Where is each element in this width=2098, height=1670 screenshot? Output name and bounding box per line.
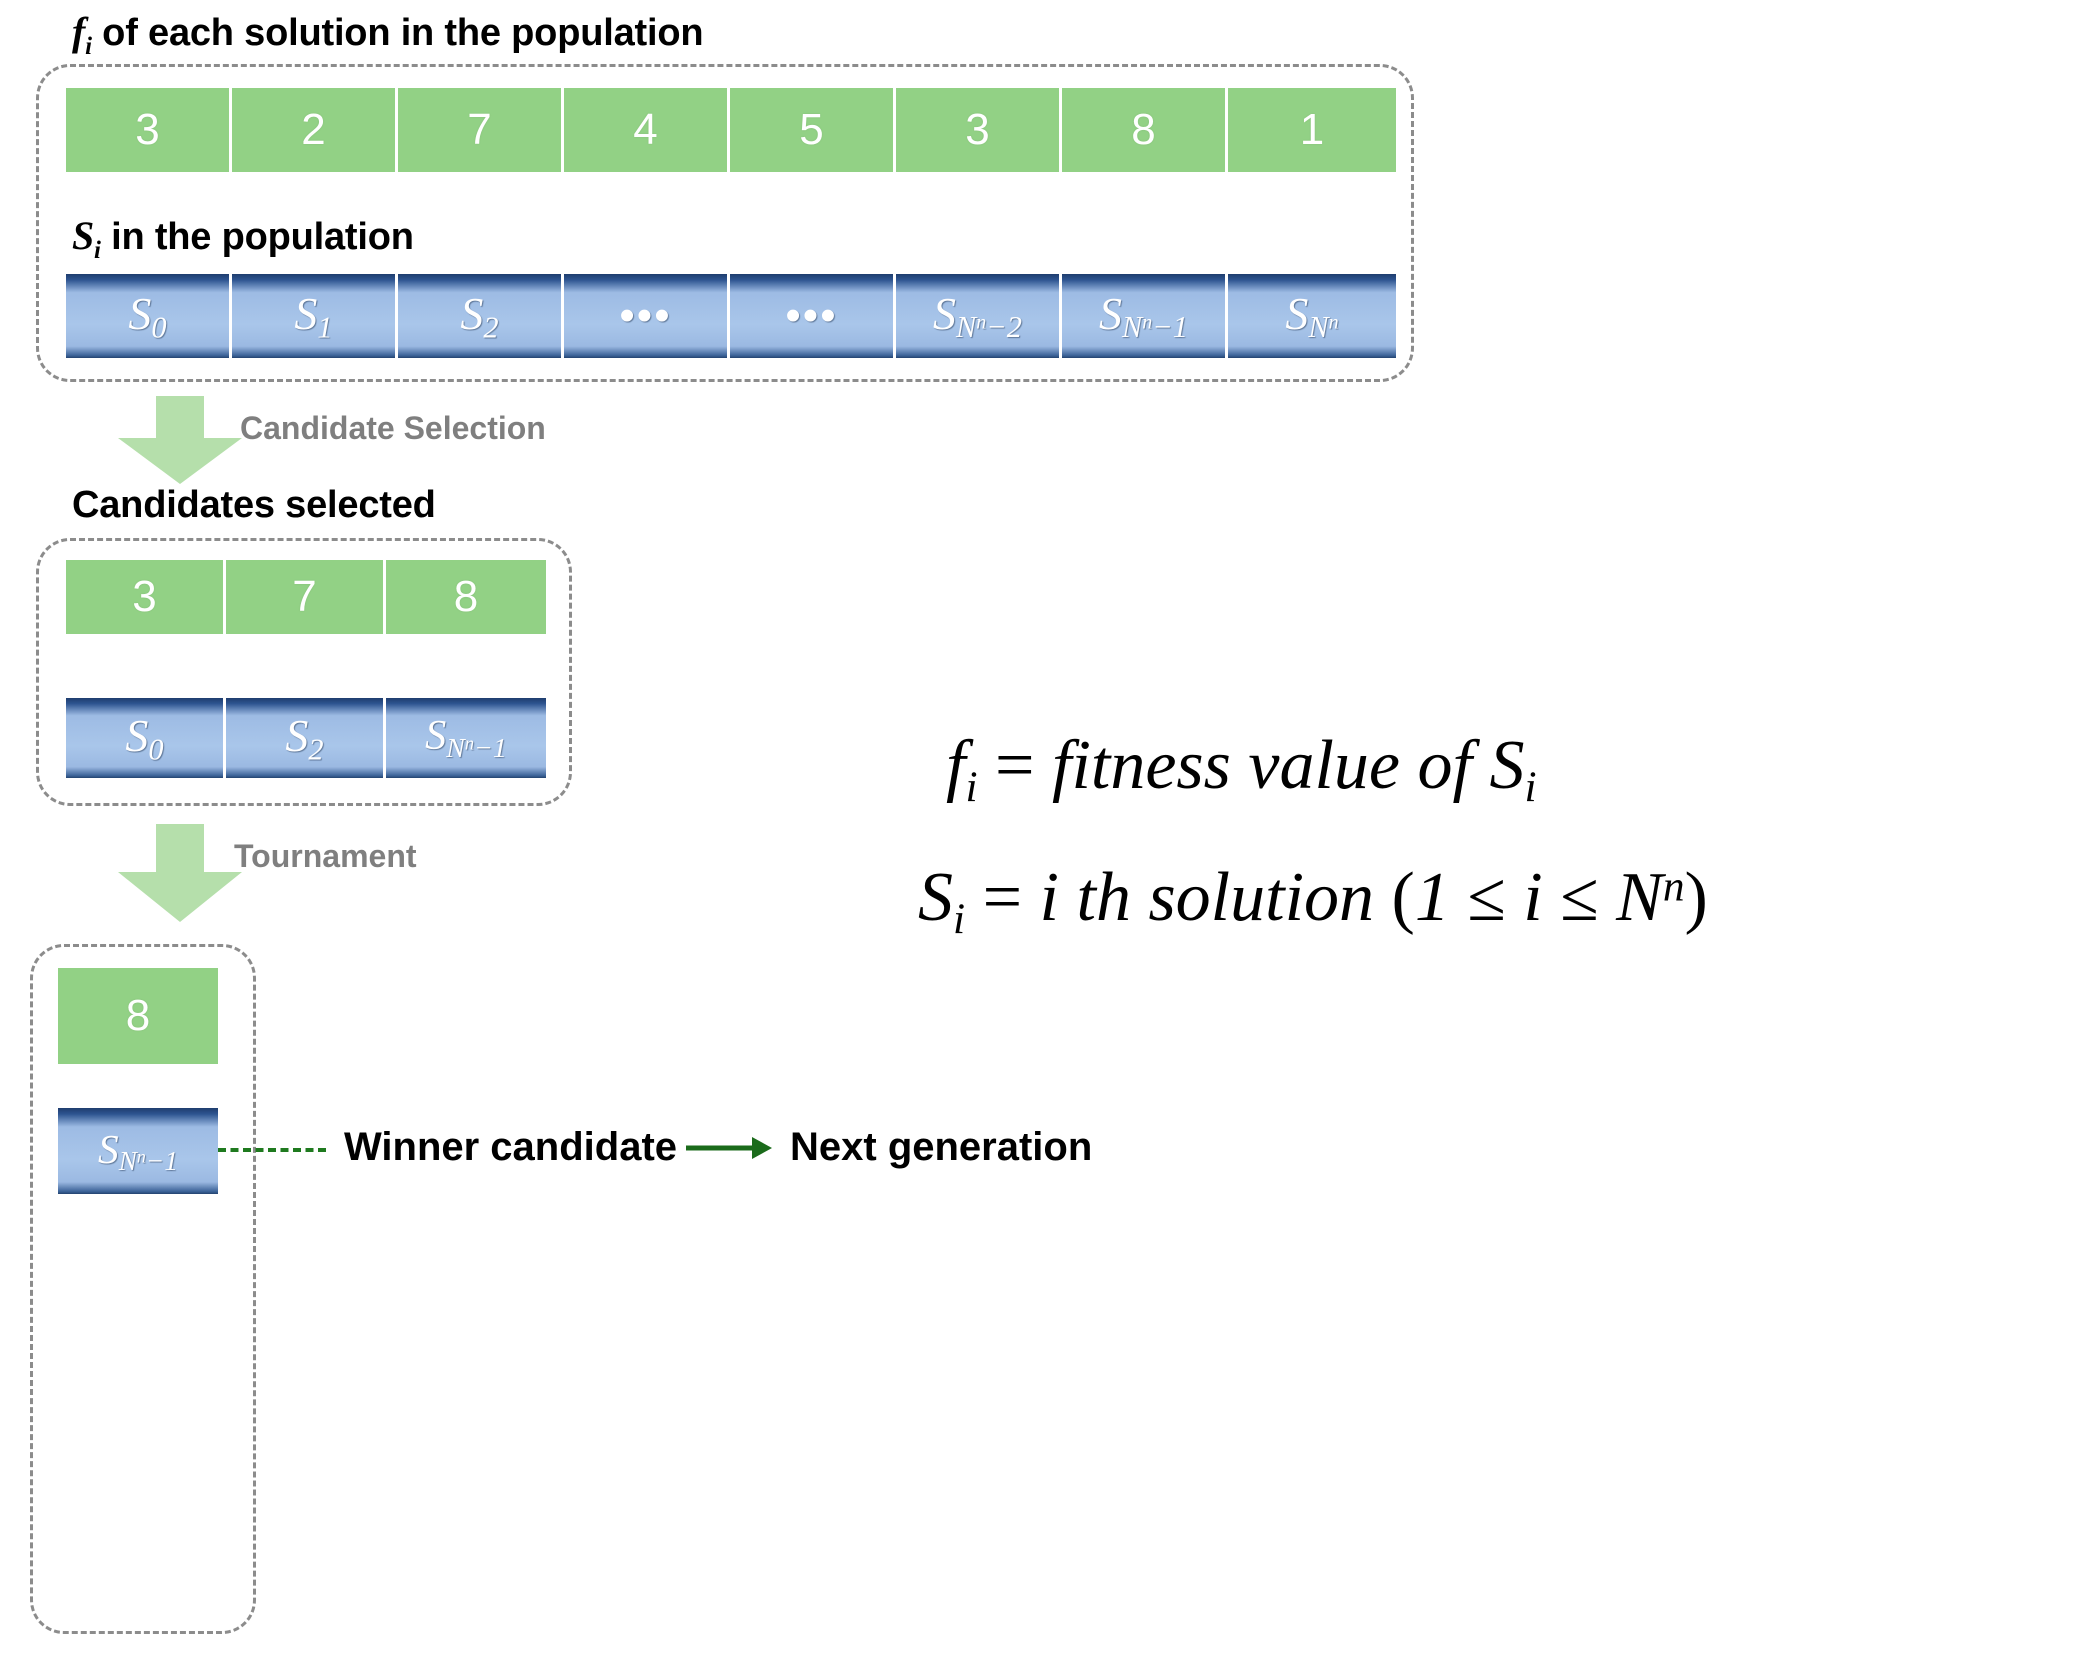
candidate-selection-arrow xyxy=(118,396,242,484)
next-generation-label: Next generation xyxy=(790,1125,1093,1169)
fitness-cell: 8 xyxy=(1062,88,1228,172)
formula2-bound-low: 1 xyxy=(1414,859,1468,936)
fitness-cell: 3 xyxy=(896,88,1062,172)
less-equal-icon: ≤ xyxy=(1560,859,1599,936)
candidate-solution-cell: SNn−1 xyxy=(386,698,546,778)
winner-solution-label: SNn−1 xyxy=(97,1125,179,1177)
candidates-box xyxy=(36,538,572,806)
population-fitness-row: 3 2 7 4 5 3 8 1 xyxy=(66,88,1396,172)
tournament-label: Tournament xyxy=(234,838,417,874)
winner-fitness-value: 8 xyxy=(125,991,151,1040)
fitness-cell: 7 xyxy=(398,88,564,172)
candidate-fitness-cell: 7 xyxy=(226,560,386,634)
fitness-row-heading: fi of each solution in the population xyxy=(72,8,704,61)
formula2-rhs-text: i th solution xyxy=(1039,859,1392,936)
candidate-solution-label: S2 xyxy=(285,709,324,767)
formula-lhs: fi xyxy=(946,727,978,812)
population-solution-row: S0 S1 S2 ••• ••• SNn−2 SNn−1 SNn xyxy=(66,274,1396,358)
formula2-paren-close: ) xyxy=(1684,859,1708,936)
next-generation-arrow-icon xyxy=(686,1137,772,1159)
fitness-row-heading-text: of each solution in the population xyxy=(91,12,704,54)
solution-cell-label: SNn xyxy=(1285,287,1339,345)
formula-equals: = xyxy=(977,727,1052,804)
winner-fitness-cell: 8 xyxy=(58,968,218,1064)
candidate-solution-cell: S2 xyxy=(226,698,386,778)
solution-cell: SNn−1 xyxy=(1062,274,1228,358)
ellipsis-glyph: ••• xyxy=(785,291,838,341)
ellipsis-glyph: ••• xyxy=(619,291,672,341)
tournament-arrow xyxy=(118,824,242,922)
fitness-cell-value: 3 xyxy=(965,105,990,154)
formula2-lhs: Si xyxy=(918,859,966,944)
candidate-fitness-value: 3 xyxy=(132,572,157,621)
candidate-fitness-cell: 8 xyxy=(386,560,546,634)
formula2-bound-high: Nn xyxy=(1598,859,1685,936)
candidates-solution-row: S0 S2 SNn−1 xyxy=(66,698,546,778)
formula-solution-definition: Si = i th solution (1 ≤ i ≤ Nn) xyxy=(918,858,1708,944)
candidate-fitness-value: 7 xyxy=(292,572,317,621)
solution-cell-label: SNn−2 xyxy=(933,287,1022,345)
solution-cell: S1 xyxy=(232,274,398,358)
solution-cell-ellipsis: ••• xyxy=(730,274,896,358)
fitness-symbol: fi xyxy=(72,9,92,60)
fitness-cell-value: 8 xyxy=(1131,105,1156,154)
formula-rhs-symbol: Si xyxy=(1489,727,1537,812)
formula2-index: i xyxy=(1505,859,1561,936)
winner-solution-cell: SNn−1 xyxy=(58,1108,218,1194)
fitness-cell-value: 3 xyxy=(135,105,160,154)
population-box xyxy=(36,64,1414,382)
candidate-solution-label: S0 xyxy=(125,709,164,767)
winner-solution-row: SNn−1 xyxy=(58,1108,218,1194)
solution-symbol: Si xyxy=(72,213,101,264)
formula2-paren-open: ( xyxy=(1391,859,1415,936)
formula-rhs-text: fitness value of xyxy=(1052,727,1490,804)
fitness-cell: 4 xyxy=(564,88,730,172)
fitness-cell: 5 xyxy=(730,88,896,172)
fitness-cell-value: 4 xyxy=(633,105,658,154)
candidate-fitness-value: 8 xyxy=(453,572,479,621)
fitness-symbol-subscript: i xyxy=(85,33,92,60)
solution-cell-label: S1 xyxy=(294,287,333,345)
candidate-solution-label: SNn−1 xyxy=(425,712,507,764)
solution-cell-ellipsis: ••• xyxy=(564,274,730,358)
winner-candidate-label: Winner candidate xyxy=(344,1125,678,1169)
solution-cell-label: S0 xyxy=(128,287,167,345)
formula-fitness-definition: fi = fitness value of Si xyxy=(946,726,1537,812)
fitness-cell-value: 1 xyxy=(1299,105,1325,154)
candidate-selection-label: Candidate Selection xyxy=(240,410,546,446)
solution-cell: S0 xyxy=(66,274,232,358)
candidate-fitness-cell: 3 xyxy=(66,560,226,634)
solution-cell: SNn xyxy=(1228,274,1396,358)
winner-connector-line xyxy=(218,1148,326,1152)
fitness-cell: 1 xyxy=(1228,88,1396,172)
winner-box xyxy=(30,944,256,1634)
solution-row-heading-text: in the population xyxy=(100,216,414,258)
fitness-cell: 2 xyxy=(232,88,398,172)
fitness-cell-value: 2 xyxy=(301,105,326,154)
fitness-cell: 3 xyxy=(66,88,232,172)
candidates-fitness-row: 3 7 8 xyxy=(66,560,546,634)
formula2-equals: = xyxy=(965,859,1040,936)
fitness-cell-value: 5 xyxy=(799,105,824,154)
solution-symbol-subscript: i xyxy=(94,237,101,264)
solution-cell-label: SNn−1 xyxy=(1099,287,1188,345)
winner-fitness-row: 8 xyxy=(58,968,218,1064)
fitness-cell-value: 7 xyxy=(467,105,492,154)
candidate-solution-cell: S0 xyxy=(66,698,226,778)
candidates-heading: Candidates selected xyxy=(72,484,436,526)
solution-row-heading: Si in the population xyxy=(72,212,414,265)
solution-cell-label: S2 xyxy=(460,287,499,345)
less-equal-icon: ≤ xyxy=(1467,859,1506,936)
solution-cell: S2 xyxy=(398,274,564,358)
solution-cell: SNn−2 xyxy=(896,274,1062,358)
